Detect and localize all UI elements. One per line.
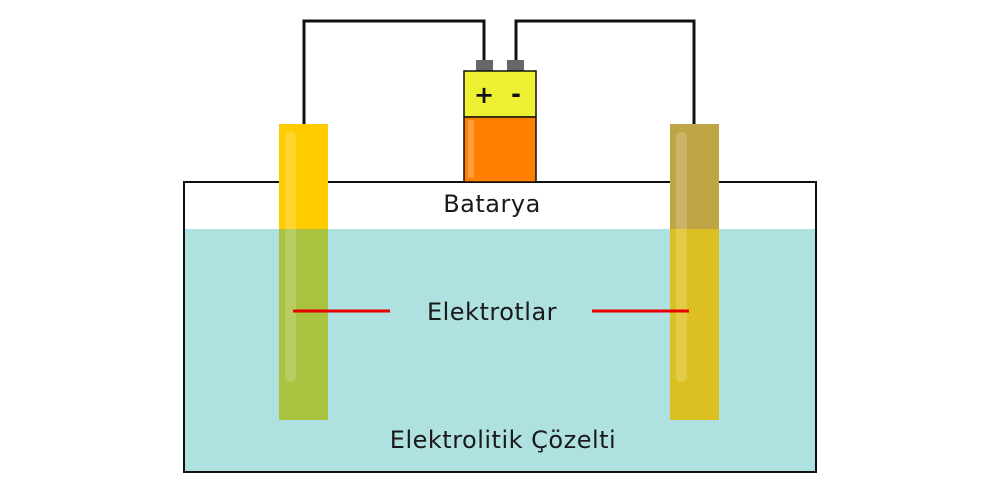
electrode-left-submerged	[279, 229, 328, 420]
wire-left	[302, 19, 486, 124]
battery-positive-symbol: +	[474, 81, 494, 109]
electrode-right-upper	[670, 124, 719, 229]
electrode-left-upper	[279, 124, 328, 229]
battery: + -	[463, 60, 537, 183]
solution-label: Elektrolitik Çözelti	[390, 426, 616, 454]
battery-cap	[463, 70, 537, 118]
electrode-right-highlight	[676, 132, 687, 382]
wire-right	[514, 19, 696, 124]
electrode-right-submerged	[670, 229, 719, 420]
battery-highlight	[468, 120, 474, 178]
battery-label: Batarya	[443, 190, 541, 218]
electrode-right	[670, 124, 719, 420]
battery-negative-symbol: -	[511, 80, 521, 108]
electrode-left-highlight	[285, 132, 296, 382]
battery-terminal-positive	[476, 60, 493, 72]
electrode-left	[279, 124, 328, 420]
battery-terminal-negative	[507, 60, 524, 72]
electrodes-label: Elektrotlar	[427, 298, 557, 326]
battery-body	[463, 116, 537, 183]
